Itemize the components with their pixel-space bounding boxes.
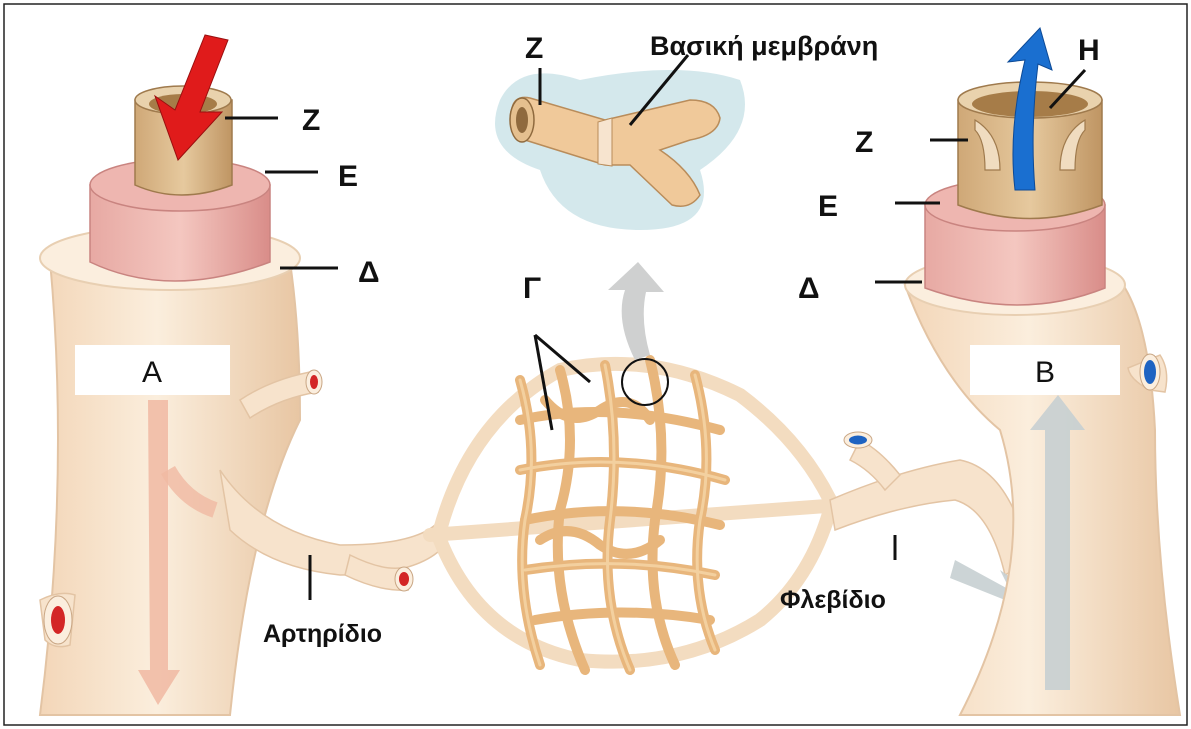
label-e-left: Ε [338,160,358,193]
label-arteriole: Αρτηρίδιο [263,620,382,648]
label-h-right: Η [1078,34,1100,67]
label-delta-right: Δ [798,272,820,305]
label-basement-membrane: Βασική μεμβράνη [650,31,878,61]
label-z-top: Z [525,32,543,65]
label-gamma: Γ [523,272,541,305]
vein-label: B [1035,356,1055,389]
label-venule: Φλεβίδιο [780,586,886,614]
label-delta-left: Δ [358,256,380,289]
label-z-right: Z [855,126,873,159]
basement-membrane-band [598,118,612,166]
artery-label: A [142,356,162,389]
label-z-left: Z [302,104,320,137]
label-e-right: Ε [818,190,838,223]
